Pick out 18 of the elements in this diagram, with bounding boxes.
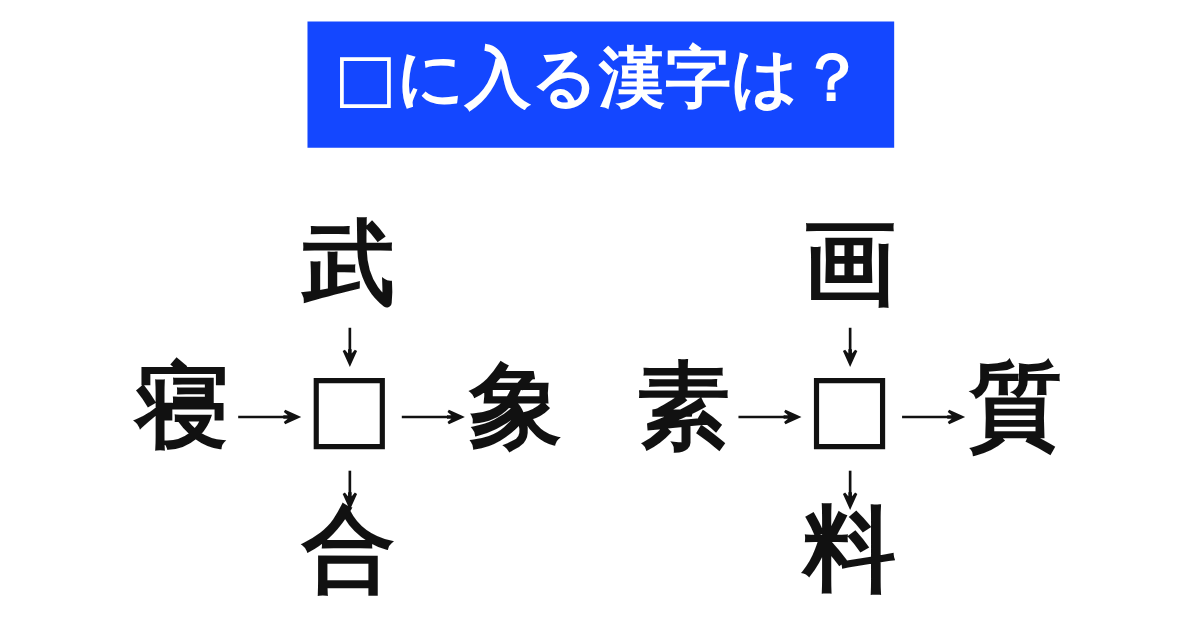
arrow [738, 409, 800, 425]
node-text: 質 [968, 352, 1062, 461]
node-text: □ [304, 352, 393, 461]
arrow [842, 327, 858, 366]
node-text: 料 [802, 495, 896, 604]
node-text: □ [805, 352, 894, 461]
node-text: 画 [802, 209, 896, 318]
node-text: 素 [636, 352, 730, 461]
diagram-title: □に入る漢字は？ [334, 37, 865, 116]
arrow [842, 470, 858, 509]
arrow [342, 327, 358, 366]
arrow [238, 409, 300, 425]
arrow [342, 470, 358, 509]
node-text: 武 [302, 209, 396, 318]
arrow [902, 409, 964, 425]
node-text: 合 [302, 495, 396, 604]
node-text: 象 [468, 352, 562, 461]
arrow [401, 409, 463, 425]
